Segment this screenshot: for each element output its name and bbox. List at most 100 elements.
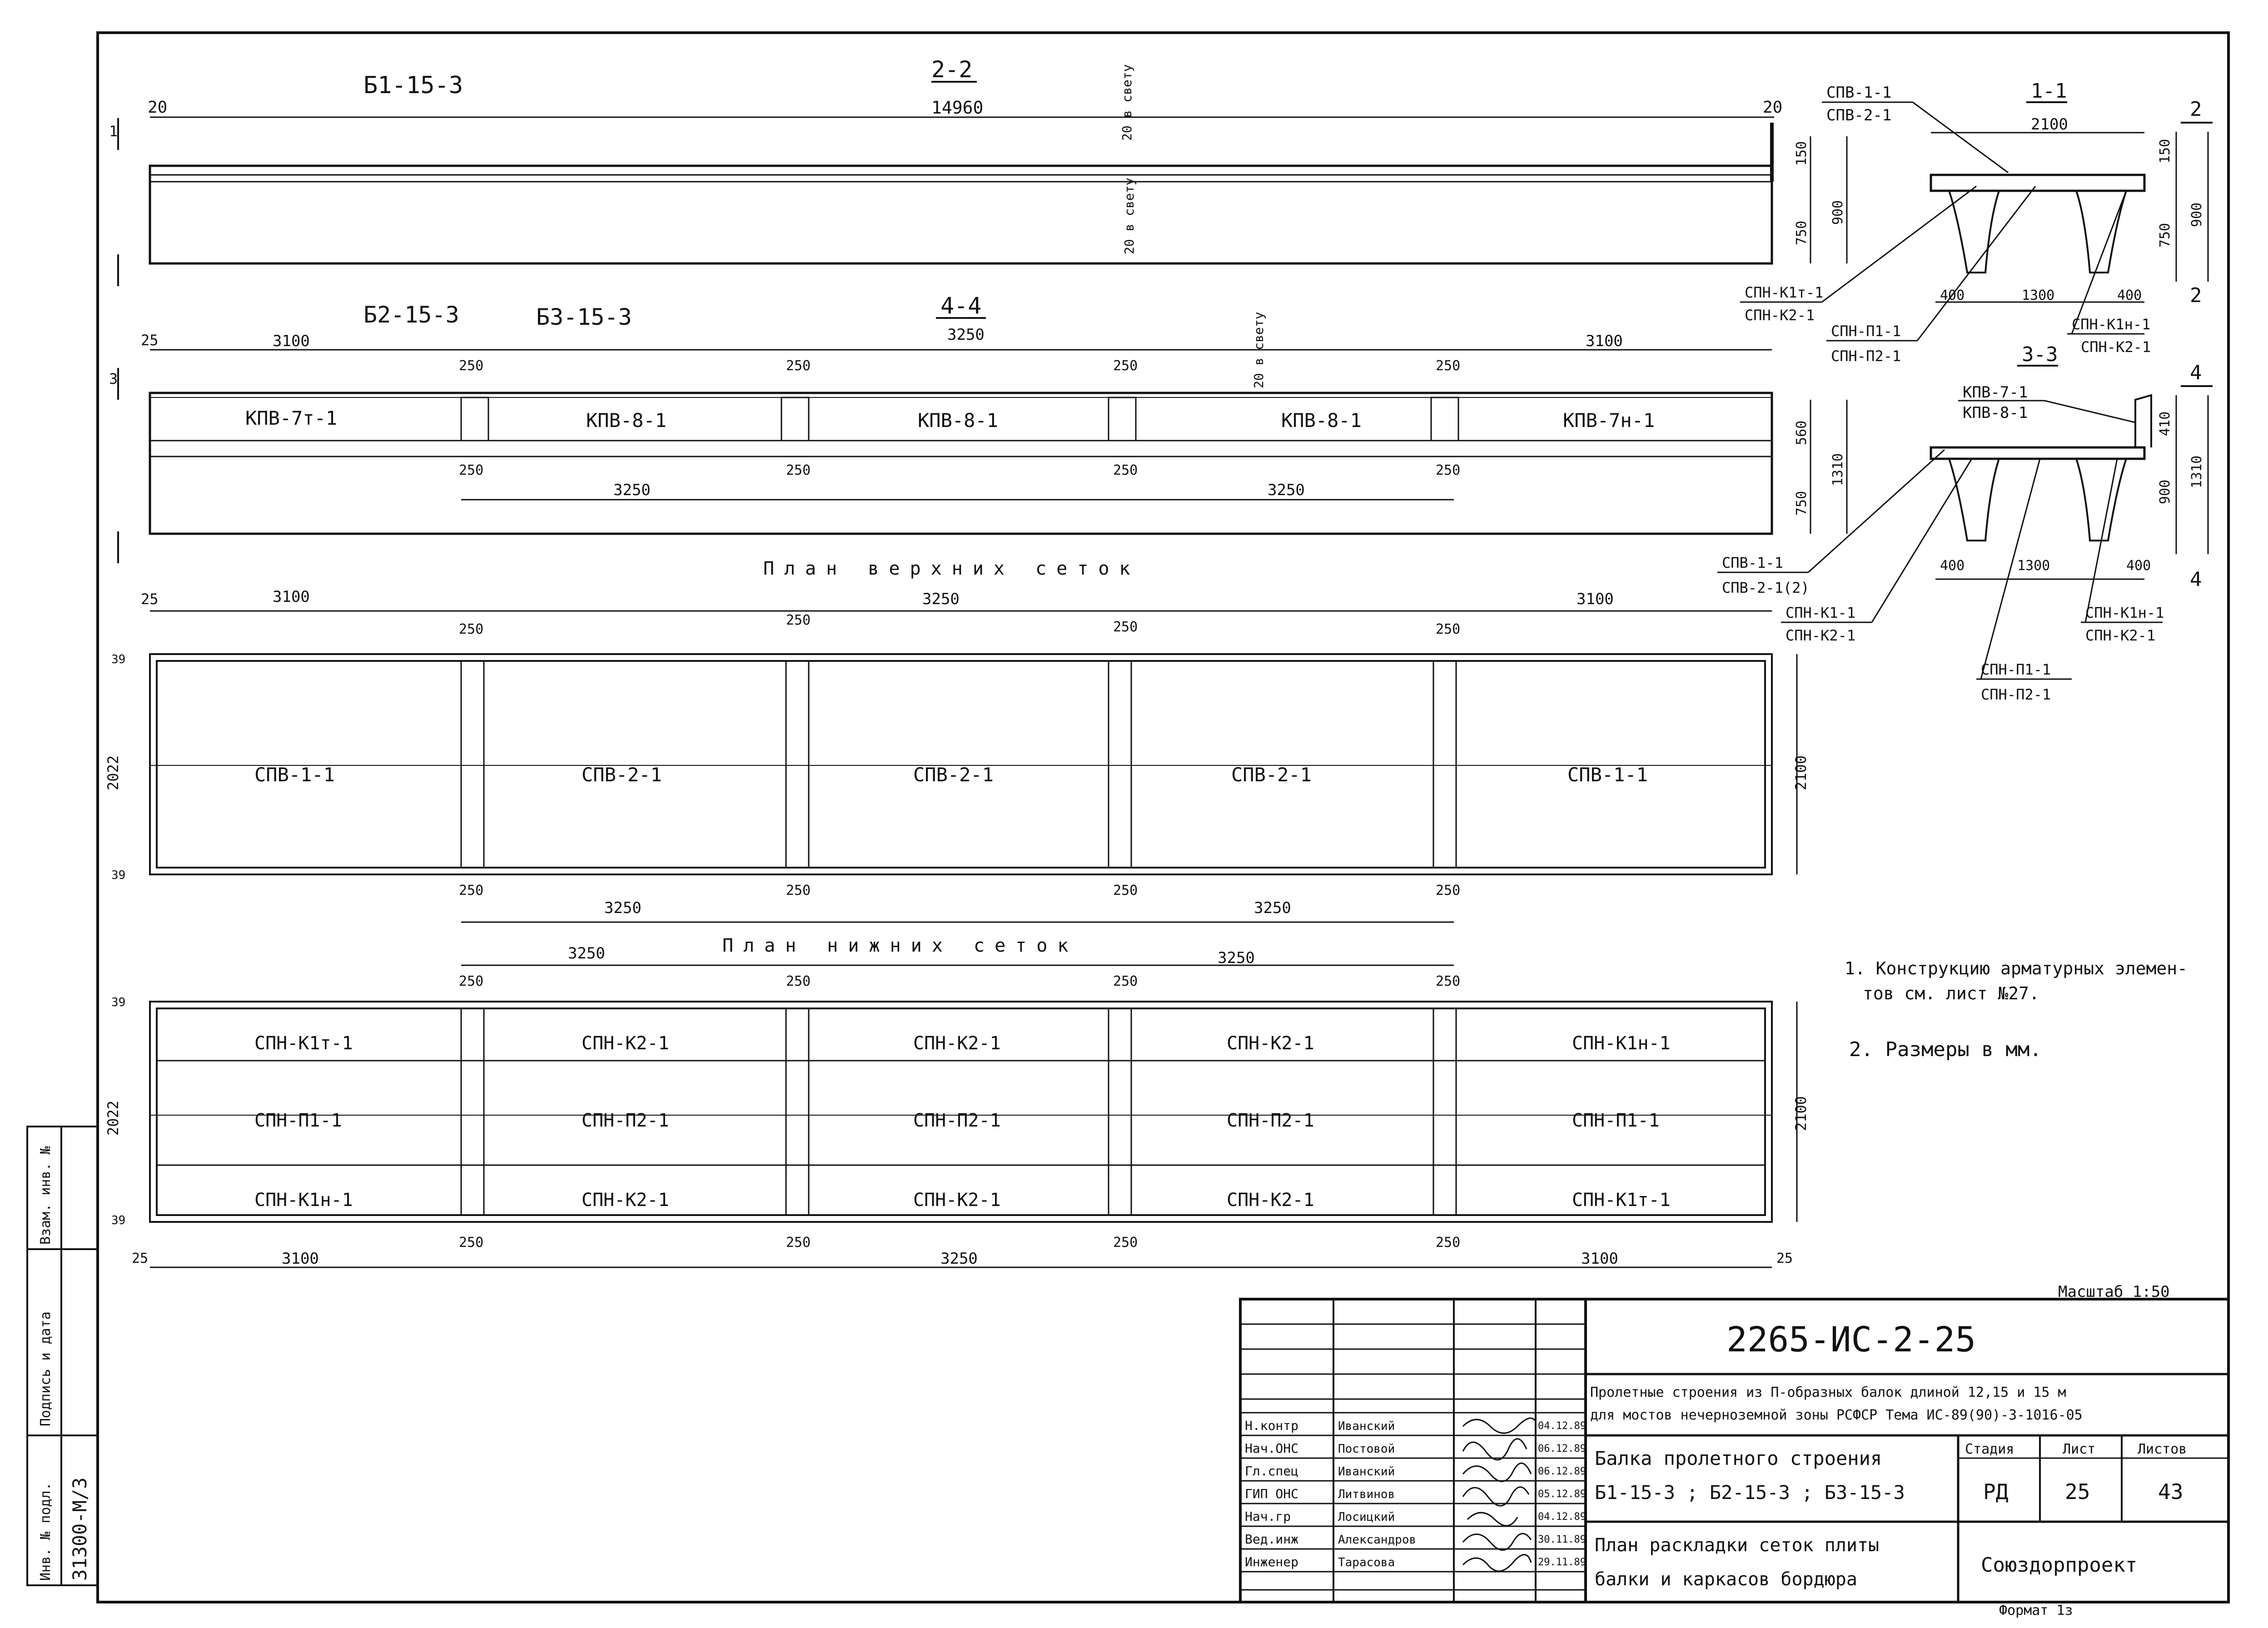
svg-text:3: 3: [109, 370, 118, 387]
org-name: Союздорпроект: [1981, 1554, 2137, 1577]
sheet-value: 25: [2065, 1479, 2090, 1504]
drawing-title-1: План раскладки сеток плиты: [1595, 1535, 1879, 1556]
svg-text:СПН-К2-1: СПН-К2-1: [1745, 307, 1815, 324]
svg-text:Нач.ОНС: Нач.ОНС: [1245, 1441, 1298, 1456]
svg-text:900: 900: [1830, 200, 1846, 225]
svg-text:25: 25: [1776, 1251, 1793, 1266]
svg-text:560: 560: [1794, 421, 1810, 445]
lower-r3-5: СПН-К1т-1: [1572, 1190, 1671, 1211]
svg-text:20: 20: [148, 98, 167, 117]
svg-text:СПН-П1-1: СПН-П1-1: [1831, 323, 1901, 340]
lower-r3-3: СПН-К2-1: [913, 1190, 1001, 1211]
svg-text:Вед.инж: Вед.инж: [1245, 1532, 1298, 1547]
svg-text:150: 150: [1794, 141, 1810, 166]
note-2: 2. Размеры в мм.: [1849, 1038, 2042, 1061]
svg-text:06.12.89: 06.12.89: [1538, 1466, 1586, 1477]
svg-text:20: 20: [1763, 98, 1782, 117]
svg-text:1300: 1300: [2022, 288, 2054, 303]
title-block: 2265-ИС-2-25 Пролетные строения из П-обр…: [1239, 1298, 2230, 1618]
lower-r1-1: СПН-К1т-1: [254, 1033, 353, 1054]
svg-text:250: 250: [1113, 973, 1138, 989]
svg-text:250: 250: [1113, 619, 1138, 635]
svg-text:Н.контр: Н.контр: [1245, 1418, 1298, 1433]
svg-text:СПВ-1-1: СПВ-1-1: [1722, 554, 1783, 571]
svg-text:250: 250: [786, 462, 811, 478]
svg-text:750: 750: [2157, 223, 2173, 248]
svg-text:250: 250: [1436, 621, 1460, 637]
svg-text:3250: 3250: [1218, 949, 1255, 967]
upper-net-4: СПВ-2-1: [1231, 764, 1312, 786]
mark-b2: Б2-15-3: [363, 302, 459, 328]
svg-text:250: 250: [786, 973, 811, 989]
project-line-1: Пролетные строения из П-образных балок д…: [1590, 1385, 2066, 1400]
svg-text:250: 250: [1436, 883, 1460, 898]
sheets-value: 43: [2158, 1479, 2183, 1504]
svg-text:3100: 3100: [273, 332, 310, 350]
svg-text:СПВ-2-1: СПВ-2-1: [1826, 106, 1891, 124]
lower-r2-1: СПН-П1-1: [254, 1110, 342, 1131]
upper-net-1: СПВ-1-1: [254, 764, 335, 786]
svg-text:3250: 3250: [1268, 481, 1305, 499]
svg-text:04.12.89: 04.12.89: [1538, 1511, 1586, 1523]
svg-text:20 в свету: 20 в свету: [1122, 178, 1137, 254]
svg-text:250: 250: [1436, 358, 1460, 374]
svg-text:Нач.гр: Нач.гр: [1245, 1509, 1291, 1524]
svg-text:3250: 3250: [947, 326, 985, 344]
svg-text:Лосицкий: Лосицкий: [1338, 1510, 1395, 1524]
svg-text:СПН-К2-1: СПН-К2-1: [2085, 627, 2155, 644]
svg-text:250: 250: [1113, 358, 1138, 374]
svg-text:Лист: Лист: [2063, 1441, 2095, 1457]
upper-net-5: СПВ-1-1: [1567, 764, 1648, 786]
stage-value: РД: [1983, 1479, 2008, 1504]
svg-text:СПН-К2-1: СПН-К2-1: [2081, 338, 2151, 356]
svg-text:250: 250: [786, 358, 811, 374]
svg-text:39: 39: [111, 869, 125, 882]
svg-text:250: 250: [1436, 1235, 1460, 1251]
svg-text:250: 250: [459, 973, 483, 989]
svg-text:05.12.89: 05.12.89: [1538, 1489, 1586, 1500]
lower-r2-2: СПН-П2-1: [582, 1110, 669, 1131]
svg-text:3100: 3100: [1586, 332, 1623, 350]
svg-text:4: 4: [2190, 361, 2202, 384]
svg-text:2: 2: [2190, 98, 2202, 121]
format-label: Формат 1з: [1999, 1603, 2073, 1618]
svg-text:Листов: Листов: [2138, 1441, 2187, 1457]
svg-text:250: 250: [1436, 973, 1460, 989]
svg-text:25: 25: [132, 1251, 148, 1266]
doc-code: 2265-ИС-2-25: [1726, 1319, 1976, 1360]
svg-text:39: 39: [111, 653, 125, 666]
svg-text:3100: 3100: [273, 588, 310, 606]
svg-text:СПН-К1н-1: СПН-К1н-1: [2072, 316, 2150, 333]
svg-text:3250: 3250: [604, 899, 642, 917]
svg-text:СПН-К2-1: СПН-К2-1: [1786, 627, 1855, 644]
project-line-2: для мостов нечерноземной зоны РСФСР Тема…: [1590, 1407, 2083, 1423]
section-1-1: 1-1 СПВ-1-1 СПВ-2-1 2100 2 150 750 900 4…: [1740, 79, 2213, 365]
plan-lower-nets: 3250 План нижних сеток 3250 250 250 250 …: [104, 935, 1810, 1268]
svg-text:14960: 14960: [931, 98, 983, 118]
note-1-line-2: тов см. лист №27.: [1863, 983, 2039, 1003]
drawing-title-2: балки и каркасов бордюра: [1595, 1569, 1857, 1590]
sheet-title-2: Б1-15-3 ; Б2-15-3 ; Б3-15-3: [1595, 1481, 1905, 1504]
svg-text:400: 400: [2117, 288, 2142, 303]
signature-rows: Н.контр Нач.ОНС Гл.спец ГИП ОНС Нач.гр В…: [1245, 1417, 1586, 1572]
svg-text:3250: 3250: [1254, 899, 1291, 917]
svg-text:400: 400: [2126, 558, 2151, 574]
notes: 1. Конструкцию арматурных элемен- тов см…: [1845, 958, 2188, 1301]
plan-upper-title: План верхних сеток: [763, 558, 1140, 579]
svg-text:250: 250: [459, 883, 483, 898]
lower-r2-3: СПН-П2-1: [913, 1110, 1001, 1131]
kpv-5: КПВ-7н-1: [1563, 409, 1655, 432]
svg-text:СПВ-1-1: СПВ-1-1: [1826, 84, 1891, 102]
kpv-1: КПВ-7т-1: [245, 407, 337, 429]
svg-text:2: 2: [2190, 284, 2202, 307]
plan-lower-title: План нижних сеток: [722, 935, 1078, 956]
svg-text:Инв. № подл.: Инв. № подл.: [38, 1482, 54, 1581]
upper-net-2: СПВ-2-1: [582, 764, 662, 786]
svg-text:Гл.спец: Гл.спец: [1245, 1464, 1298, 1479]
lower-r3-1: СПН-К1н-1: [254, 1190, 353, 1211]
svg-text:39: 39: [111, 1214, 125, 1227]
lower-r1-5: СПН-К1н-1: [1572, 1033, 1671, 1054]
svg-text:06.12.89: 06.12.89: [1538, 1443, 1586, 1454]
svg-text:2100: 2100: [1792, 1096, 1810, 1131]
svg-text:СПН-К1н-1: СПН-К1н-1: [2085, 604, 2164, 621]
